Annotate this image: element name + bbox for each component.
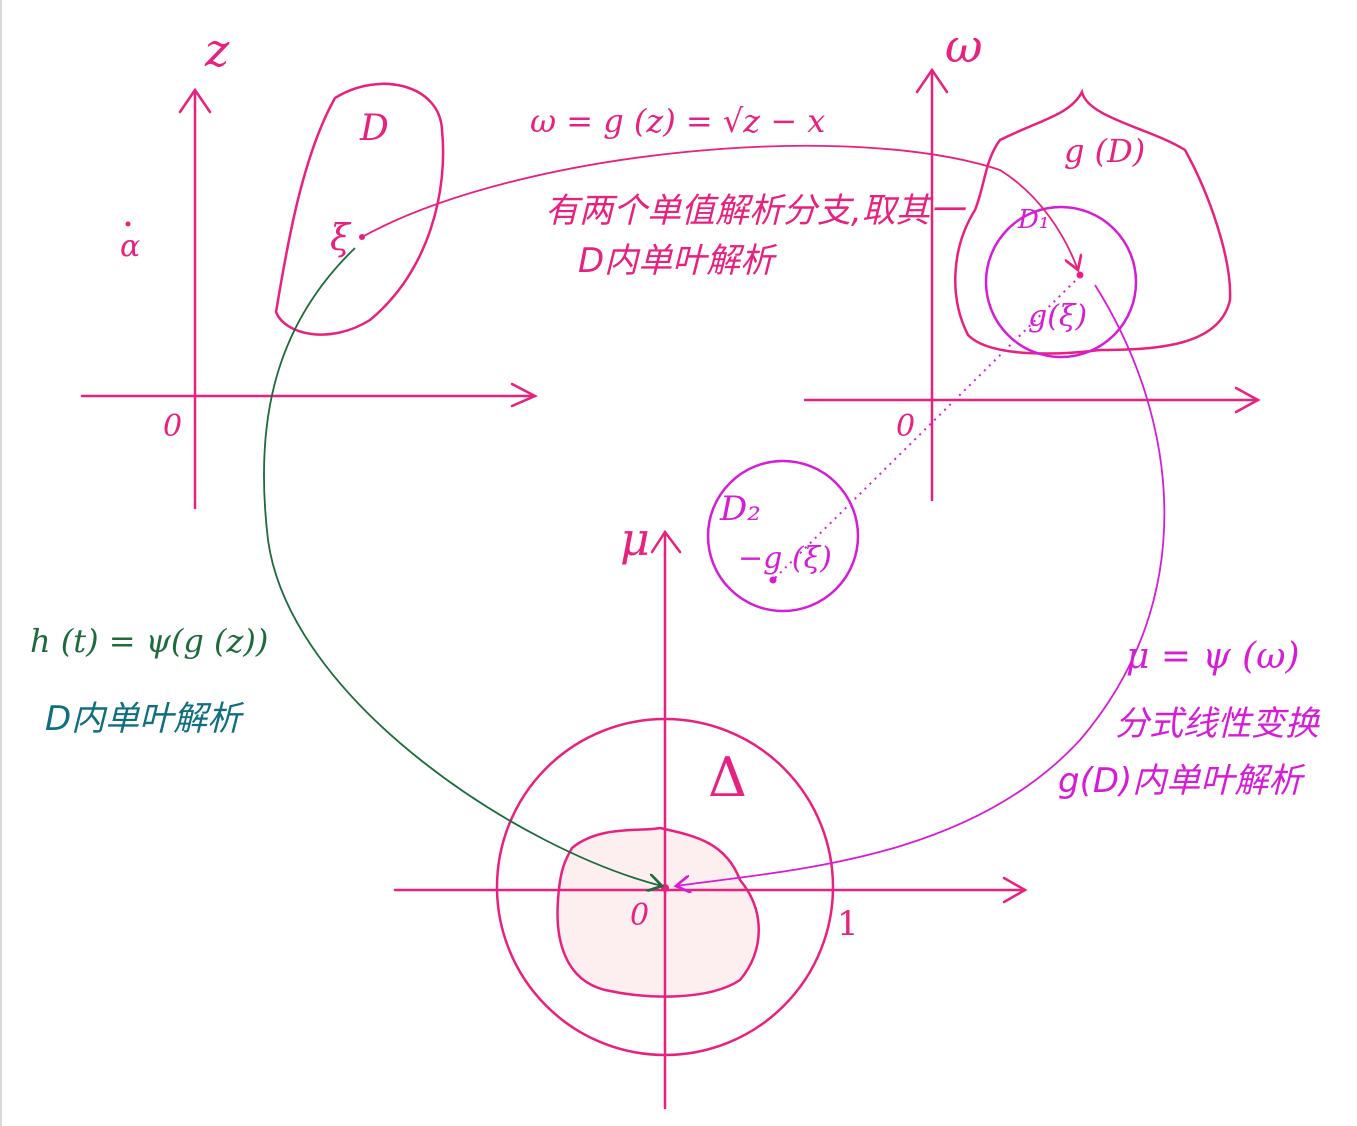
mu-plane-axes [393, 529, 1028, 1110]
w-origin-label: 0 [896, 409, 915, 444]
top-map-note-line1: 有两个单值解析分支,取其一 [545, 191, 967, 231]
w-plane: ω 0 g (D) D₁ g(ξ) [803, 19, 1261, 502]
left-map-formula: h (t) = ψ(g (z)) [30, 622, 268, 660]
region-d-label: D [359, 108, 389, 149]
right-map-note-line2: g(D)内单叶解析 [1058, 761, 1306, 801]
right-map-formula: μ = ψ (ω) [1126, 636, 1300, 677]
left-map-arrow [263, 247, 662, 886]
neg-g-xi-point [769, 576, 777, 584]
left-map-note: D内单叶解析 [45, 699, 245, 739]
z-plane-axes [80, 87, 538, 510]
mu-plane: μ 0 1 Δ D₂ −g (ξ) [393, 459, 1028, 1110]
disc-d2-label: D₂ [719, 489, 761, 529]
region-d-outline [274, 82, 445, 336]
w-plane-axes [803, 67, 1261, 502]
top-map-arrow [361, 144, 1078, 270]
right-map-arrow [676, 284, 1166, 886]
top-map-formula: ω = g (z) = √z − x [530, 102, 825, 140]
disc-d1 [984, 205, 1138, 359]
alpha-dot [125, 221, 131, 227]
z-plane: z 0 D ξ α [80, 23, 538, 510]
g-xi-label: g(ξ) [1028, 299, 1087, 334]
right-map-note-line1: 分式线性变换 [1115, 704, 1321, 744]
top-map-note-line2: D内单叶解析 [578, 241, 778, 281]
mu-axis-label: μ [620, 512, 650, 566]
region-gd-label: g (D) [1064, 132, 1145, 170]
delta-label: Δ [708, 746, 747, 809]
z-axis-label: z [204, 23, 230, 77]
w-axis-label: ω [945, 19, 983, 73]
unit-one-label: 1 [837, 904, 859, 944]
left-border [0, 0, 2, 1126]
image-region [556, 826, 760, 998]
symmetry-dotted-line [772, 275, 1081, 581]
mu-origin-label: 0 [630, 898, 649, 933]
xi-label: ξ [330, 218, 352, 259]
alpha-label: α [120, 229, 140, 264]
neg-g-xi-label: −g (ξ) [738, 541, 832, 576]
region-gd-outline [954, 88, 1232, 355]
disc-d2 [706, 459, 860, 613]
g-xi-point [1076, 271, 1084, 279]
z-origin-label: 0 [163, 409, 182, 444]
